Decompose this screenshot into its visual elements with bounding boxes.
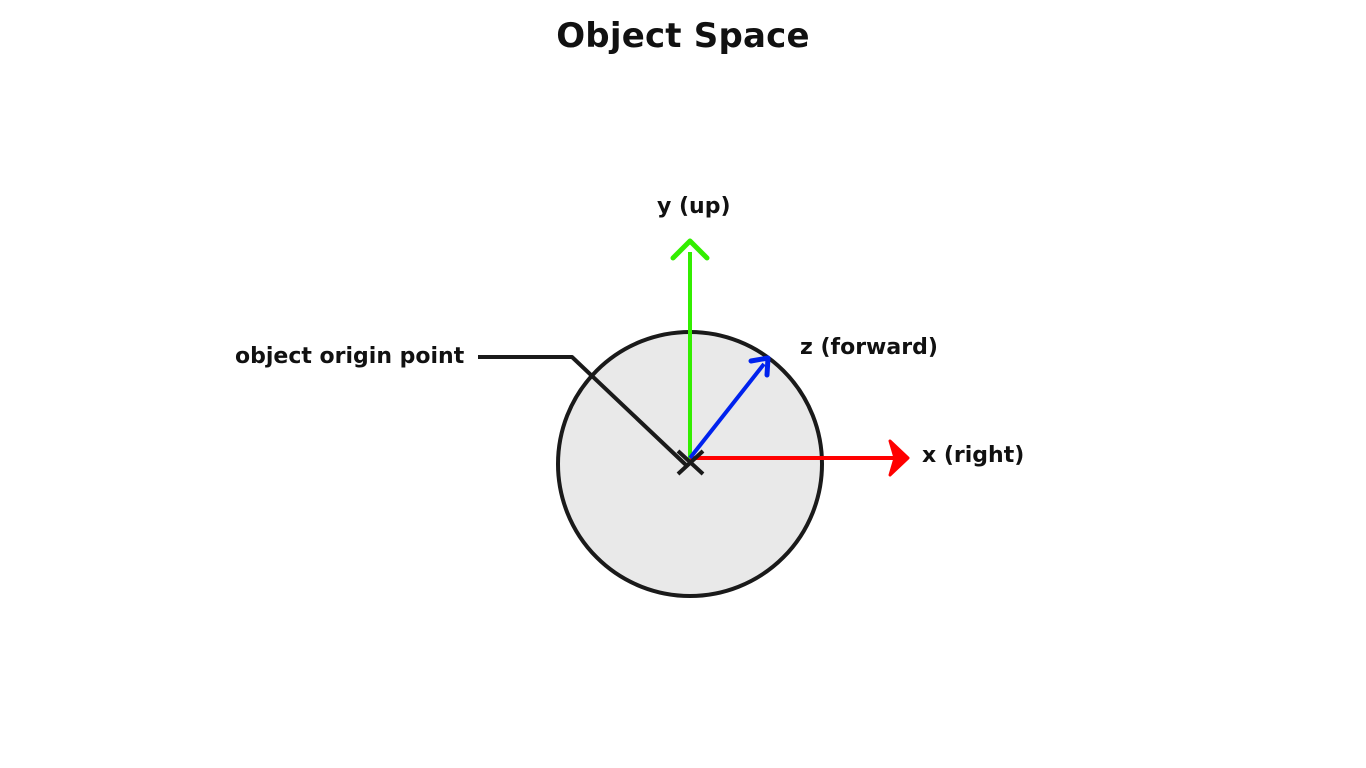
origin-marker-icon	[676, 449, 705, 476]
y-axis-arrow	[670, 238, 710, 460]
origin-label: object origin point	[235, 344, 465, 369]
origin-leader-line	[478, 355, 688, 467]
x-axis-label: x (right)	[922, 443, 1025, 468]
z-axis-arrow	[688, 355, 771, 460]
z-axis-label: z (forward)	[800, 335, 938, 360]
x-axis-arrow	[690, 439, 910, 477]
page-title: Object Space	[556, 16, 810, 56]
y-axis-label: y (up)	[657, 194, 731, 219]
